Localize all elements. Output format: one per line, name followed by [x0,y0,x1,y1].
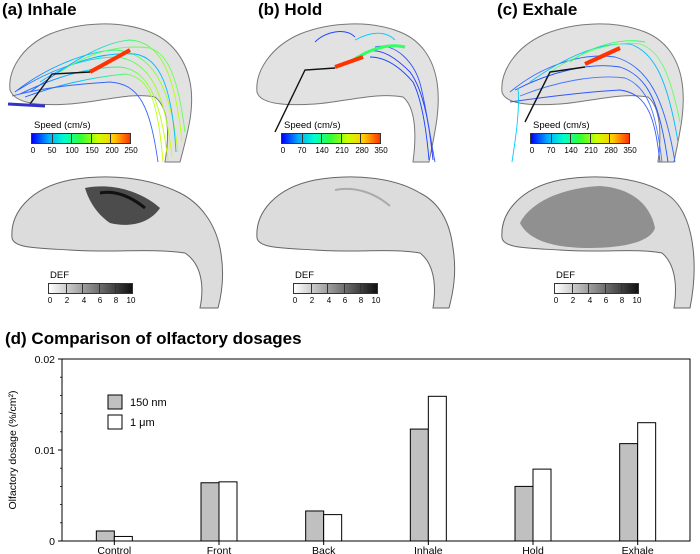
panel-c-def-colorbar [554,283,639,294]
bar-inhale-series-0 [409,428,429,542]
bar-hold-series-1 [532,468,552,542]
panel-a-def-tick-3: 6 [97,296,103,305]
panel-b-def-tick-5: 10 [371,296,381,305]
bar-exhale-series-1 [637,422,657,542]
panel-c-def-tick-3: 6 [603,296,609,305]
panel-a-colorbar-label: Speed (cm/s) [34,120,91,131]
panel-c-tick-5: 350 [623,146,637,155]
legend-swatch-1 [107,414,123,430]
panel-b-speed-colorbar [281,133,381,144]
panel-a-tick-0: 0 [30,146,36,155]
bar-inhale-series-1 [427,395,447,542]
y-tick-label: 0.01 [35,445,56,457]
panel-b-colorbar-label: Speed (cm/s) [284,120,341,131]
panel-c-tick-3: 210 [584,146,598,155]
panel-c-tick-2: 140 [564,146,578,155]
x-category-label: Hold [522,545,544,554]
panel-c-def-tick-5: 10 [632,296,642,305]
panel-a-tick-3: 150 [85,146,99,155]
panel-b-tick-5: 350 [374,146,388,155]
panel-b-streamline-image [256,23,439,163]
plot-frame [61,358,691,542]
panel-c-def-tick-2: 4 [587,296,593,305]
panel-b-tick-4: 280 [355,146,369,155]
bar-front-series-1 [218,481,238,542]
panel-c-tick-0: 0 [529,146,535,155]
bar-back-series-0 [305,510,325,542]
panel-b-title: (b) Hold [258,0,323,19]
chart-bars [95,395,657,542]
panel-c-colorbar-label: Speed (cm/s) [533,120,590,131]
panel-c-def-image [501,176,695,309]
panel-b-def-tick-3: 6 [342,296,348,305]
x-category-label: Back [312,545,336,554]
bar-back-series-1 [323,514,343,542]
panel-a-def-tick-2: 4 [81,296,87,305]
panel-b-tick-3: 210 [335,146,349,155]
panel-b-def-tick-4: 8 [358,296,364,305]
panel-b-def-tick-2: 4 [326,296,332,305]
panel-a-def-tick-0: 0 [47,296,53,305]
panel-b-tick-2: 140 [315,146,329,155]
bar-exhale-series-0 [619,443,639,542]
panel-b-def-tick-0: 0 [292,296,298,305]
panel-c-def-tick-4: 8 [619,296,625,305]
y-tick-label: 0.02 [35,354,56,366]
x-category-label: Exhale [622,545,654,554]
panel-c-speed-colorbar [530,133,630,144]
panel-c-tick-1: 70 [546,146,556,155]
panel-c-def-label: DEF [556,270,575,281]
panel-a-def-tick-5: 10 [126,296,136,305]
bar-front-series-0 [200,482,220,542]
panel-a-title: (a) Inhale [2,0,77,19]
x-category-label: Control [97,545,131,554]
panel-b-def-tick-1: 2 [309,296,315,305]
y-tick-label: 0 [49,536,55,548]
panel-a-streamline-image [7,23,193,163]
legend-label-0: 150 nm [130,397,167,409]
panel-a-def-image [11,176,224,309]
panel-a-tick-5: 250 [124,146,138,155]
panel-c-def-tick-0: 0 [553,296,559,305]
panel-a-tick-4: 200 [105,146,119,155]
panel-a-speed-colorbar [31,133,131,144]
panel-b-def-label: DEF [295,270,314,281]
legend-swatch-0 [107,394,123,410]
panel-a-def-tick-4: 8 [113,296,119,305]
panel-a-def-label: DEF [50,270,69,281]
bar-hold-series-0 [514,485,534,542]
bar-control-series-1 [113,535,133,542]
panel-b-tick-1: 70 [297,146,307,155]
chart-title: (d) Comparison of olfactory dosages [5,329,302,348]
panel-a-def-colorbar [48,283,133,294]
x-category-label: Inhale [414,545,443,554]
panel-b-def-colorbar [293,283,378,294]
panel-c-def-tick-1: 2 [570,296,576,305]
chart-axes [58,358,691,545]
panel-a-tick-2: 100 [65,146,79,155]
panel-a-tick-1: 50 [47,146,57,155]
panel-a-def-tick-1: 2 [64,296,70,305]
panel-c-title: (c) Exhale [497,0,578,19]
legend-label-1: 1 μm [130,417,155,429]
y-axis-label: Olfactory dosage (%/cm²) [7,390,19,509]
bar-control-series-0 [95,530,115,542]
x-category-label: Front [207,545,232,554]
panel-b-def-image [256,176,456,309]
panel-b-tick-0: 0 [280,146,286,155]
panel-c-tick-4: 280 [604,146,618,155]
panel-c-streamline-image [501,23,684,163]
